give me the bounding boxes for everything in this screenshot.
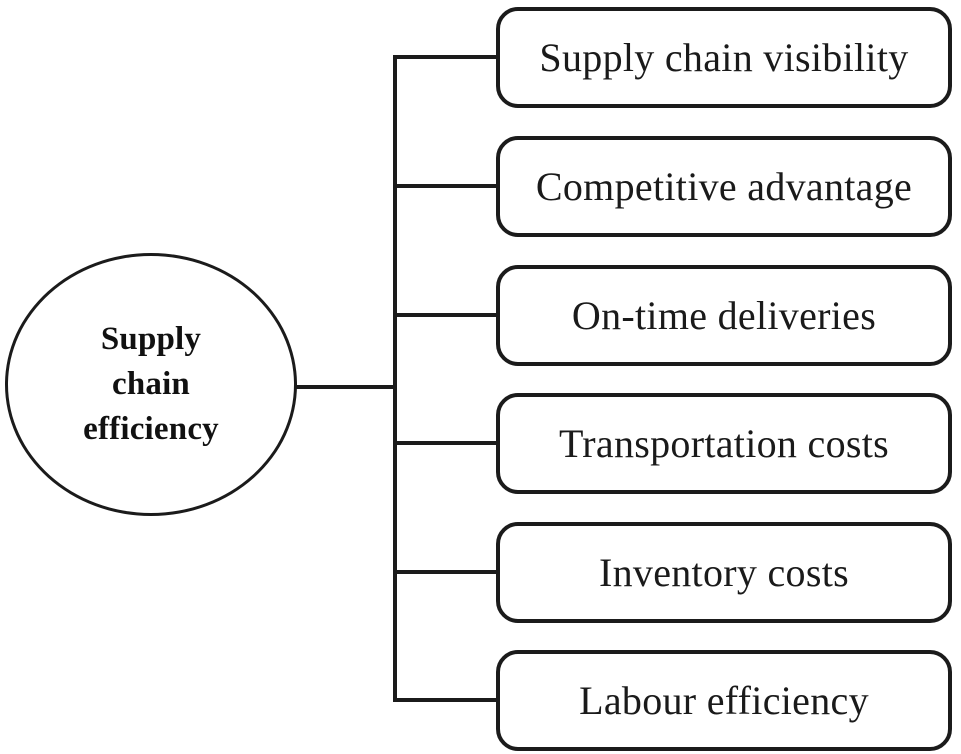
leaf-node-labour-efficiency[interactable]: Labour efficiency	[496, 650, 952, 751]
root-node-label: Supply chain efficiency	[83, 321, 219, 447]
leaf-node-label: Competitive advantage	[535, 163, 913, 209]
leaf-node-label: Labour efficiency	[579, 677, 869, 723]
leaf-node-competitive-advantage[interactable]: Competitive advantage	[496, 136, 952, 237]
leaf-node-on-time-deliveries[interactable]: On-time deliveries	[496, 265, 952, 366]
leaf-node-transportation-costs[interactable]: Transportation costs	[496, 393, 952, 494]
connector-branch-2	[393, 184, 498, 188]
leaf-node-label: On-time deliveries	[571, 292, 877, 338]
connector-root-stem	[295, 385, 397, 389]
leaf-node-supply-chain-visibility[interactable]: Supply chain visibility	[496, 7, 952, 108]
leaf-node-label: Transportation costs	[558, 420, 890, 466]
connector-branch-6	[393, 698, 498, 702]
leaf-node-label: Supply chain visibility	[539, 34, 909, 80]
leaf-node-label: Inventory costs	[598, 549, 849, 595]
connector-branch-3	[393, 313, 498, 317]
connector-trunk	[393, 55, 397, 700]
leaf-node-inventory-costs[interactable]: Inventory costs	[496, 522, 952, 623]
connector-branch-1	[393, 55, 498, 59]
connector-branch-4	[393, 441, 498, 445]
root-node-supply-chain-efficiency[interactable]: Supply chain efficiency	[5, 253, 297, 516]
connector-branch-5	[393, 570, 498, 574]
